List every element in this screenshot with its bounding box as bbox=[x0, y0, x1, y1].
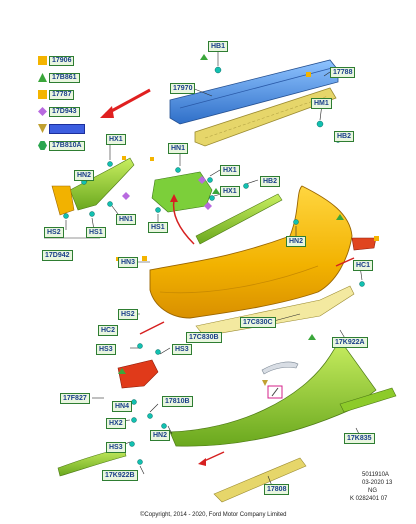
red-arrow-mid bbox=[172, 199, 195, 245]
legend-item-1: 17906 bbox=[38, 56, 75, 67]
energy-absorber bbox=[194, 87, 337, 147]
chrome-strip bbox=[261, 361, 299, 375]
red-arrow-right bbox=[335, 257, 355, 267]
doc-region: NG bbox=[368, 488, 377, 494]
callout-17k835: 17K835 bbox=[344, 433, 375, 444]
highlight-clip bbox=[267, 385, 283, 399]
callout-17808: 17808 bbox=[264, 484, 290, 495]
callout-17d942: 17D942 bbox=[42, 250, 73, 261]
callout-17c830c: 17C830C bbox=[240, 317, 276, 328]
legend-item-2: 17B861 bbox=[38, 73, 80, 84]
callout-hn4: HN4 bbox=[112, 401, 133, 412]
legend-item-6: 17B810A bbox=[38, 141, 85, 152]
copyright: ©Copyright, 2014 - 2020, Ford Motor Comp… bbox=[140, 512, 287, 518]
callout-hx1-a: HX1 bbox=[106, 134, 126, 145]
bracket-long bbox=[195, 193, 283, 245]
callout-hs1-a: HS1 bbox=[86, 227, 106, 238]
callout-17c830b: 17C830B bbox=[186, 332, 222, 343]
callout-hs2-b: HS2 bbox=[118, 309, 138, 320]
callout-hc2: HC2 bbox=[98, 325, 119, 336]
legend-item-3: 17787 bbox=[38, 90, 75, 101]
doc-id: 5011910A bbox=[362, 472, 389, 478]
callout-hs3-b: HS3 bbox=[172, 344, 192, 355]
bumper-cover bbox=[149, 185, 353, 319]
callout-hc1: HC1 bbox=[353, 260, 374, 271]
callout-17f827: 17F827 bbox=[60, 393, 90, 404]
callout-hn3: HN3 bbox=[118, 257, 139, 268]
callout-hb2: HB2 bbox=[334, 131, 355, 142]
fasteners bbox=[63, 66, 365, 465]
reinforcement-beam bbox=[169, 59, 339, 125]
callout-hb1: HB1 bbox=[208, 41, 229, 52]
legend-item-4: 17D943 bbox=[38, 107, 80, 118]
bracket-left-lower bbox=[51, 185, 75, 216]
red-arrow-top bbox=[105, 88, 151, 116]
underbody-trim bbox=[213, 457, 307, 503]
callout-17k922b: 17K922B bbox=[102, 470, 138, 481]
callout-hs3-c: HS3 bbox=[106, 442, 126, 453]
callout-hb2-b: HB2 bbox=[260, 176, 281, 187]
triangle-down-icon bbox=[38, 124, 47, 133]
callout-hx1-c: HX1 bbox=[220, 186, 240, 197]
legend-item-5: 17C830A bbox=[38, 124, 85, 135]
callout-17k922a: 17K922A bbox=[332, 337, 368, 348]
red-bracket-lower bbox=[117, 359, 159, 389]
doc-ref: K 0282401 07 bbox=[350, 496, 388, 502]
callout-hx1-b: HX1 bbox=[220, 165, 240, 176]
callout-hn2-c: HN2 bbox=[150, 430, 171, 441]
red-arrow-left bbox=[139, 321, 165, 335]
diamond-icon bbox=[38, 107, 47, 116]
hexagon-icon bbox=[38, 141, 47, 150]
lower-diffuser bbox=[169, 339, 377, 447]
triangle-icon bbox=[38, 73, 47, 82]
callout-hs3-a: HS3 bbox=[96, 344, 116, 355]
square-icon bbox=[38, 56, 47, 65]
callout-hn2-b: HN2 bbox=[286, 236, 307, 247]
bracket-left-upper bbox=[69, 157, 135, 211]
callout-hn1-a: HN1 bbox=[168, 143, 189, 154]
callout-hs1-b: HS1 bbox=[148, 222, 168, 233]
callout-hn1-b: HN1 bbox=[116, 214, 137, 225]
doc-date: 03-2020 13 bbox=[362, 480, 393, 486]
callout-17788: 17788 bbox=[330, 67, 356, 78]
square-icon bbox=[38, 90, 47, 99]
side-trim bbox=[339, 387, 397, 413]
corner-trim bbox=[57, 447, 127, 477]
callout-hn2-a: HN2 bbox=[74, 170, 95, 181]
callout-17810b: 17810B bbox=[162, 396, 193, 407]
callout-hs2-a: HS2 bbox=[44, 227, 64, 238]
red-bracket-right bbox=[351, 237, 377, 251]
callout-hm1: HM1 bbox=[311, 98, 332, 109]
callout-17970: 17970 bbox=[170, 83, 196, 94]
callout-hx2: HX2 bbox=[106, 418, 126, 429]
